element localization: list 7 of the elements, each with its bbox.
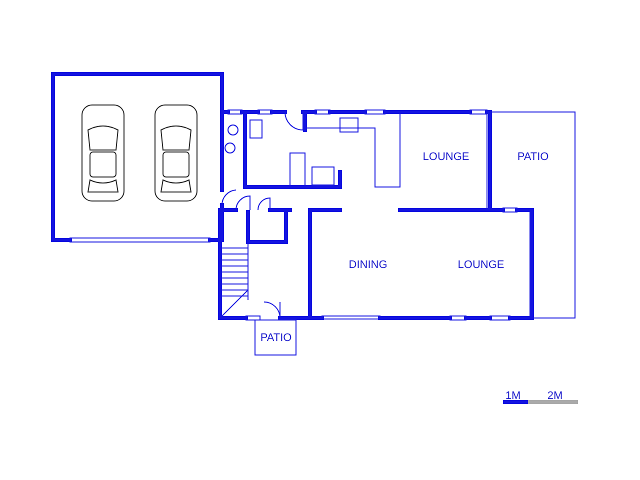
room-label: PATIO [517, 151, 549, 163]
room-label: LOUNGE [458, 259, 504, 271]
scale-label: 1M [505, 390, 521, 402]
room-label: LOUNGE [422, 151, 470, 163]
room-label: DINING [348, 259, 388, 271]
scale-label: 2M [547, 390, 563, 402]
room-label: PATIO [260, 332, 292, 344]
